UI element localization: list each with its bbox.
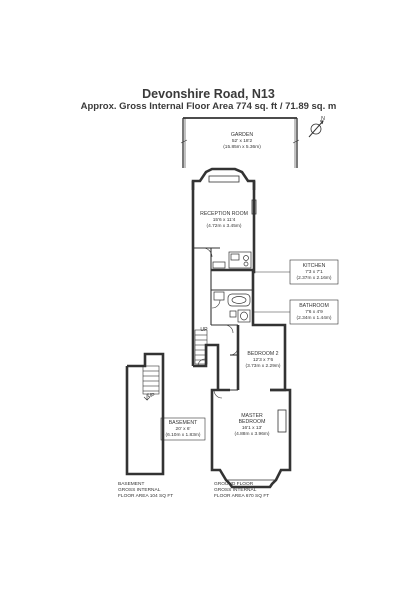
garden-boundary: [180, 117, 300, 168]
page-title: Devonshire Road, N13: [142, 87, 275, 101]
ground-caption-3: FLOOR AREA 670 SQ FT: [214, 493, 269, 499]
bedroom2-imperial: 12'3 x 7'6: [253, 357, 274, 363]
basement-name: BASEMENT: [169, 420, 198, 426]
bedroom2-name: BEDROOM 2: [247, 351, 278, 357]
master-name-2: BEDROOM: [239, 419, 266, 425]
basement-imperial: 20' x 6': [176, 426, 191, 432]
basement-stairs: [142, 365, 160, 401]
bathroom-name: BATHROOM: [299, 303, 329, 309]
ground-caption-1: GROUND FLOOR: [214, 481, 254, 487]
bathroom-fittings: [213, 291, 251, 323]
master-name: MASTER: [241, 413, 263, 419]
reception-fixtures: [208, 175, 257, 215]
kitchen-metric: (2.37m x 2.16m): [297, 275, 332, 281]
garden-imperial: 52' x 18'2: [232, 138, 253, 144]
kitchen-name: KITCHEN: [303, 263, 326, 269]
garden-name: GARDEN: [231, 132, 253, 138]
basement-metric: (6.10m x 1.83m): [166, 432, 201, 438]
ground-caption-2: GROSS INTERNAL: [214, 487, 257, 493]
reception-name: RECEPTION ROOM: [200, 211, 248, 217]
bathroom-imperial: 7'6 x 4'9: [305, 309, 323, 315]
floor-area-subtitle: Approx. Gross Internal Floor Area 774 sq…: [80, 101, 337, 112]
basement-caption-3: FLOOR AREA 104 SQ FT: [118, 493, 173, 499]
basement-walls: [125, 352, 165, 476]
basement-caption-1: BASEMENT: [118, 481, 144, 487]
kitchen-imperial: 7'3 x 7'1: [305, 269, 323, 275]
kitchen-fittings: [212, 251, 252, 269]
basement-caption-2: GROSS INTERNAL: [118, 487, 161, 493]
garden-metric: (15.85m x 5.36m): [223, 144, 261, 150]
ground-stairs-label: UP: [200, 327, 208, 333]
basement-stairs-label: UP: [147, 393, 155, 399]
bathroom-metric: (2.34m x 1.44m): [297, 315, 332, 321]
master-imperial: 16'1 x 13': [242, 425, 262, 431]
compass-label: N: [321, 116, 325, 122]
master-fixtures: [226, 409, 287, 481]
bedroom2-metric: (3.73m x 2.29m): [246, 363, 281, 369]
compass-icon: [308, 120, 324, 138]
ground-stairs: [194, 329, 208, 365]
door-swings: [197, 247, 239, 399]
reception-metric: (4.72m x 3.45m): [207, 223, 242, 229]
reception-imperial: 15'6 x 11'4: [213, 217, 236, 223]
label-boxes: [160, 259, 339, 441]
master-metric: (4.88m x 3.96m): [235, 431, 270, 437]
